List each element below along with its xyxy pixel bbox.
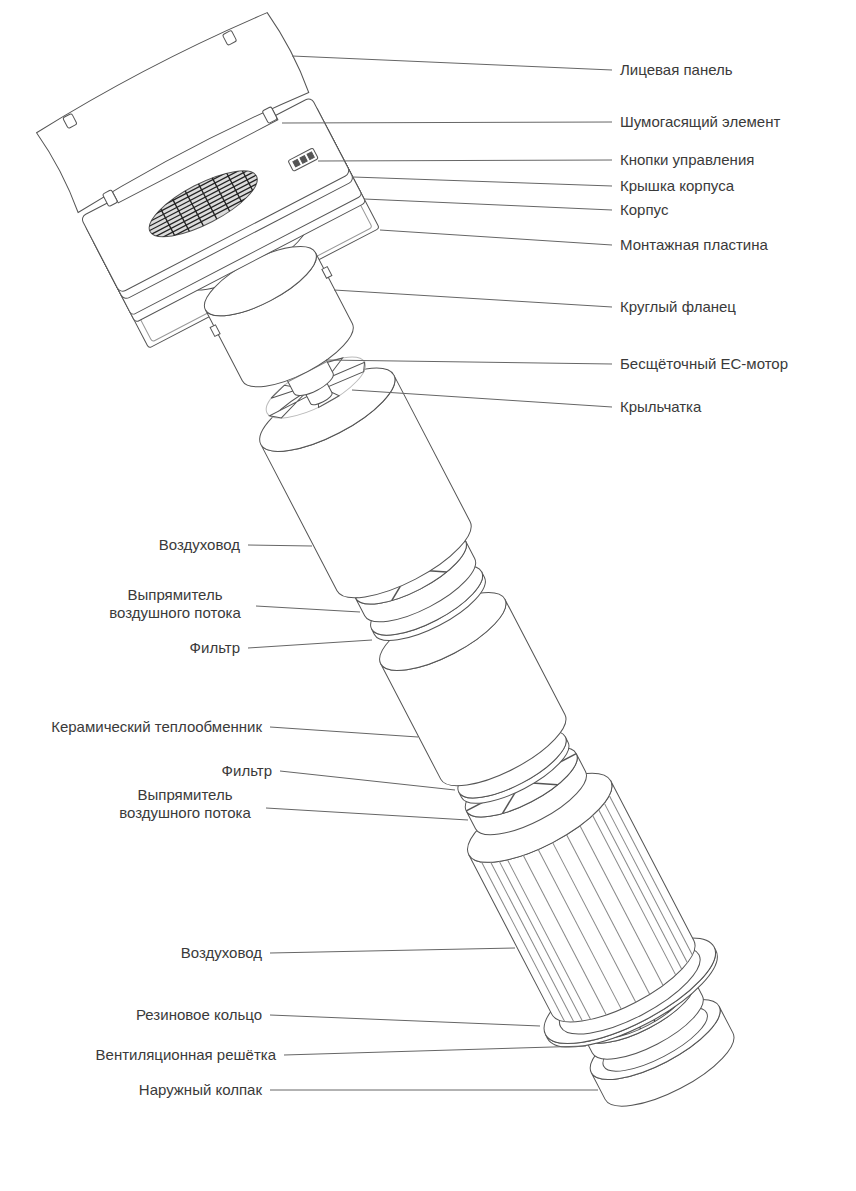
- leader-line: [270, 1015, 540, 1026]
- part-label: Крышка корпуса: [620, 177, 734, 195]
- label-wrap: Лицевая панель: [620, 61, 733, 79]
- part-label: Лицевая панель: [620, 61, 733, 79]
- part-label: Фильтр: [222, 762, 272, 780]
- label-wrap: Кнопки управления: [620, 151, 754, 169]
- label-wrap: Круглый фланец: [620, 298, 736, 316]
- leader-line: [280, 771, 455, 790]
- leader-line: [334, 290, 612, 307]
- label-wrap: Воздуховод: [159, 536, 240, 554]
- label-wrap: Монтажная пластина: [620, 236, 768, 254]
- part-label: Вентиляционная решётка: [96, 1046, 276, 1064]
- leader-line: [352, 390, 612, 407]
- part-label: Крыльчатка: [620, 398, 701, 416]
- leader-lines: [248, 56, 612, 1090]
- label-wrap: Выпрямитель воздушного потока: [100, 586, 250, 622]
- leader-line: [270, 948, 515, 953]
- label-wrap: Фильтр: [222, 762, 272, 780]
- leader-line: [266, 808, 468, 820]
- part-label: Фильтр: [190, 639, 240, 657]
- label-wrap: Вентиляционная решётка: [96, 1046, 276, 1064]
- front-panel: [34, 7, 315, 221]
- leader-line: [353, 177, 612, 186]
- leader-line: [318, 160, 612, 161]
- part-label: Корпус: [620, 201, 668, 219]
- leader-line: [326, 360, 612, 364]
- part-label: Резиновое кольцо: [136, 1006, 262, 1024]
- part-label: Монтажная пластина: [620, 236, 768, 254]
- part-label: Бесщёточный EC-мотор: [620, 355, 788, 373]
- leader-line: [270, 1090, 598, 1091]
- label-wrap: Керамический теплообменник: [51, 718, 262, 736]
- label-wrap: Наружный колпак: [139, 1081, 262, 1099]
- label-wrap: Выпрямитель воздушного потока: [110, 786, 260, 822]
- label-wrap: Резиновое кольцо: [136, 1006, 262, 1024]
- label-wrap: Крыльчатка: [620, 398, 701, 416]
- part-label: Круглый фланец: [620, 298, 736, 316]
- leader-line: [248, 545, 312, 546]
- part-label: Шумогасящий элемент: [620, 113, 780, 131]
- label-wrap: Бесщёточный EC-мотор: [620, 355, 788, 373]
- label-wrap: Корпус: [620, 201, 668, 219]
- leader-line: [364, 199, 612, 210]
- leader-line: [284, 1046, 586, 1055]
- part-label: Воздуховод: [181, 944, 262, 962]
- leader-line: [282, 122, 612, 123]
- label-wrap: Шумогасящий элемент: [620, 113, 780, 131]
- leader-line: [380, 230, 612, 245]
- label-wrap: Фильтр: [190, 639, 240, 657]
- part-label: Выпрямитель воздушного потока: [100, 586, 250, 622]
- part-label: Воздуховод: [159, 536, 240, 554]
- label-wrap: Крышка корпуса: [620, 177, 734, 195]
- part-label: Кнопки управления: [620, 151, 754, 169]
- part-label: Керамический теплообменник: [51, 718, 262, 736]
- leader-line: [248, 640, 372, 648]
- leader-line: [256, 606, 360, 612]
- part-label: Выпрямитель воздушного потока: [110, 786, 260, 822]
- leader-line: [270, 727, 418, 737]
- leader-line: [292, 56, 612, 70]
- part-label: Наружный колпак: [139, 1081, 262, 1099]
- label-wrap: Воздуховод: [181, 944, 262, 962]
